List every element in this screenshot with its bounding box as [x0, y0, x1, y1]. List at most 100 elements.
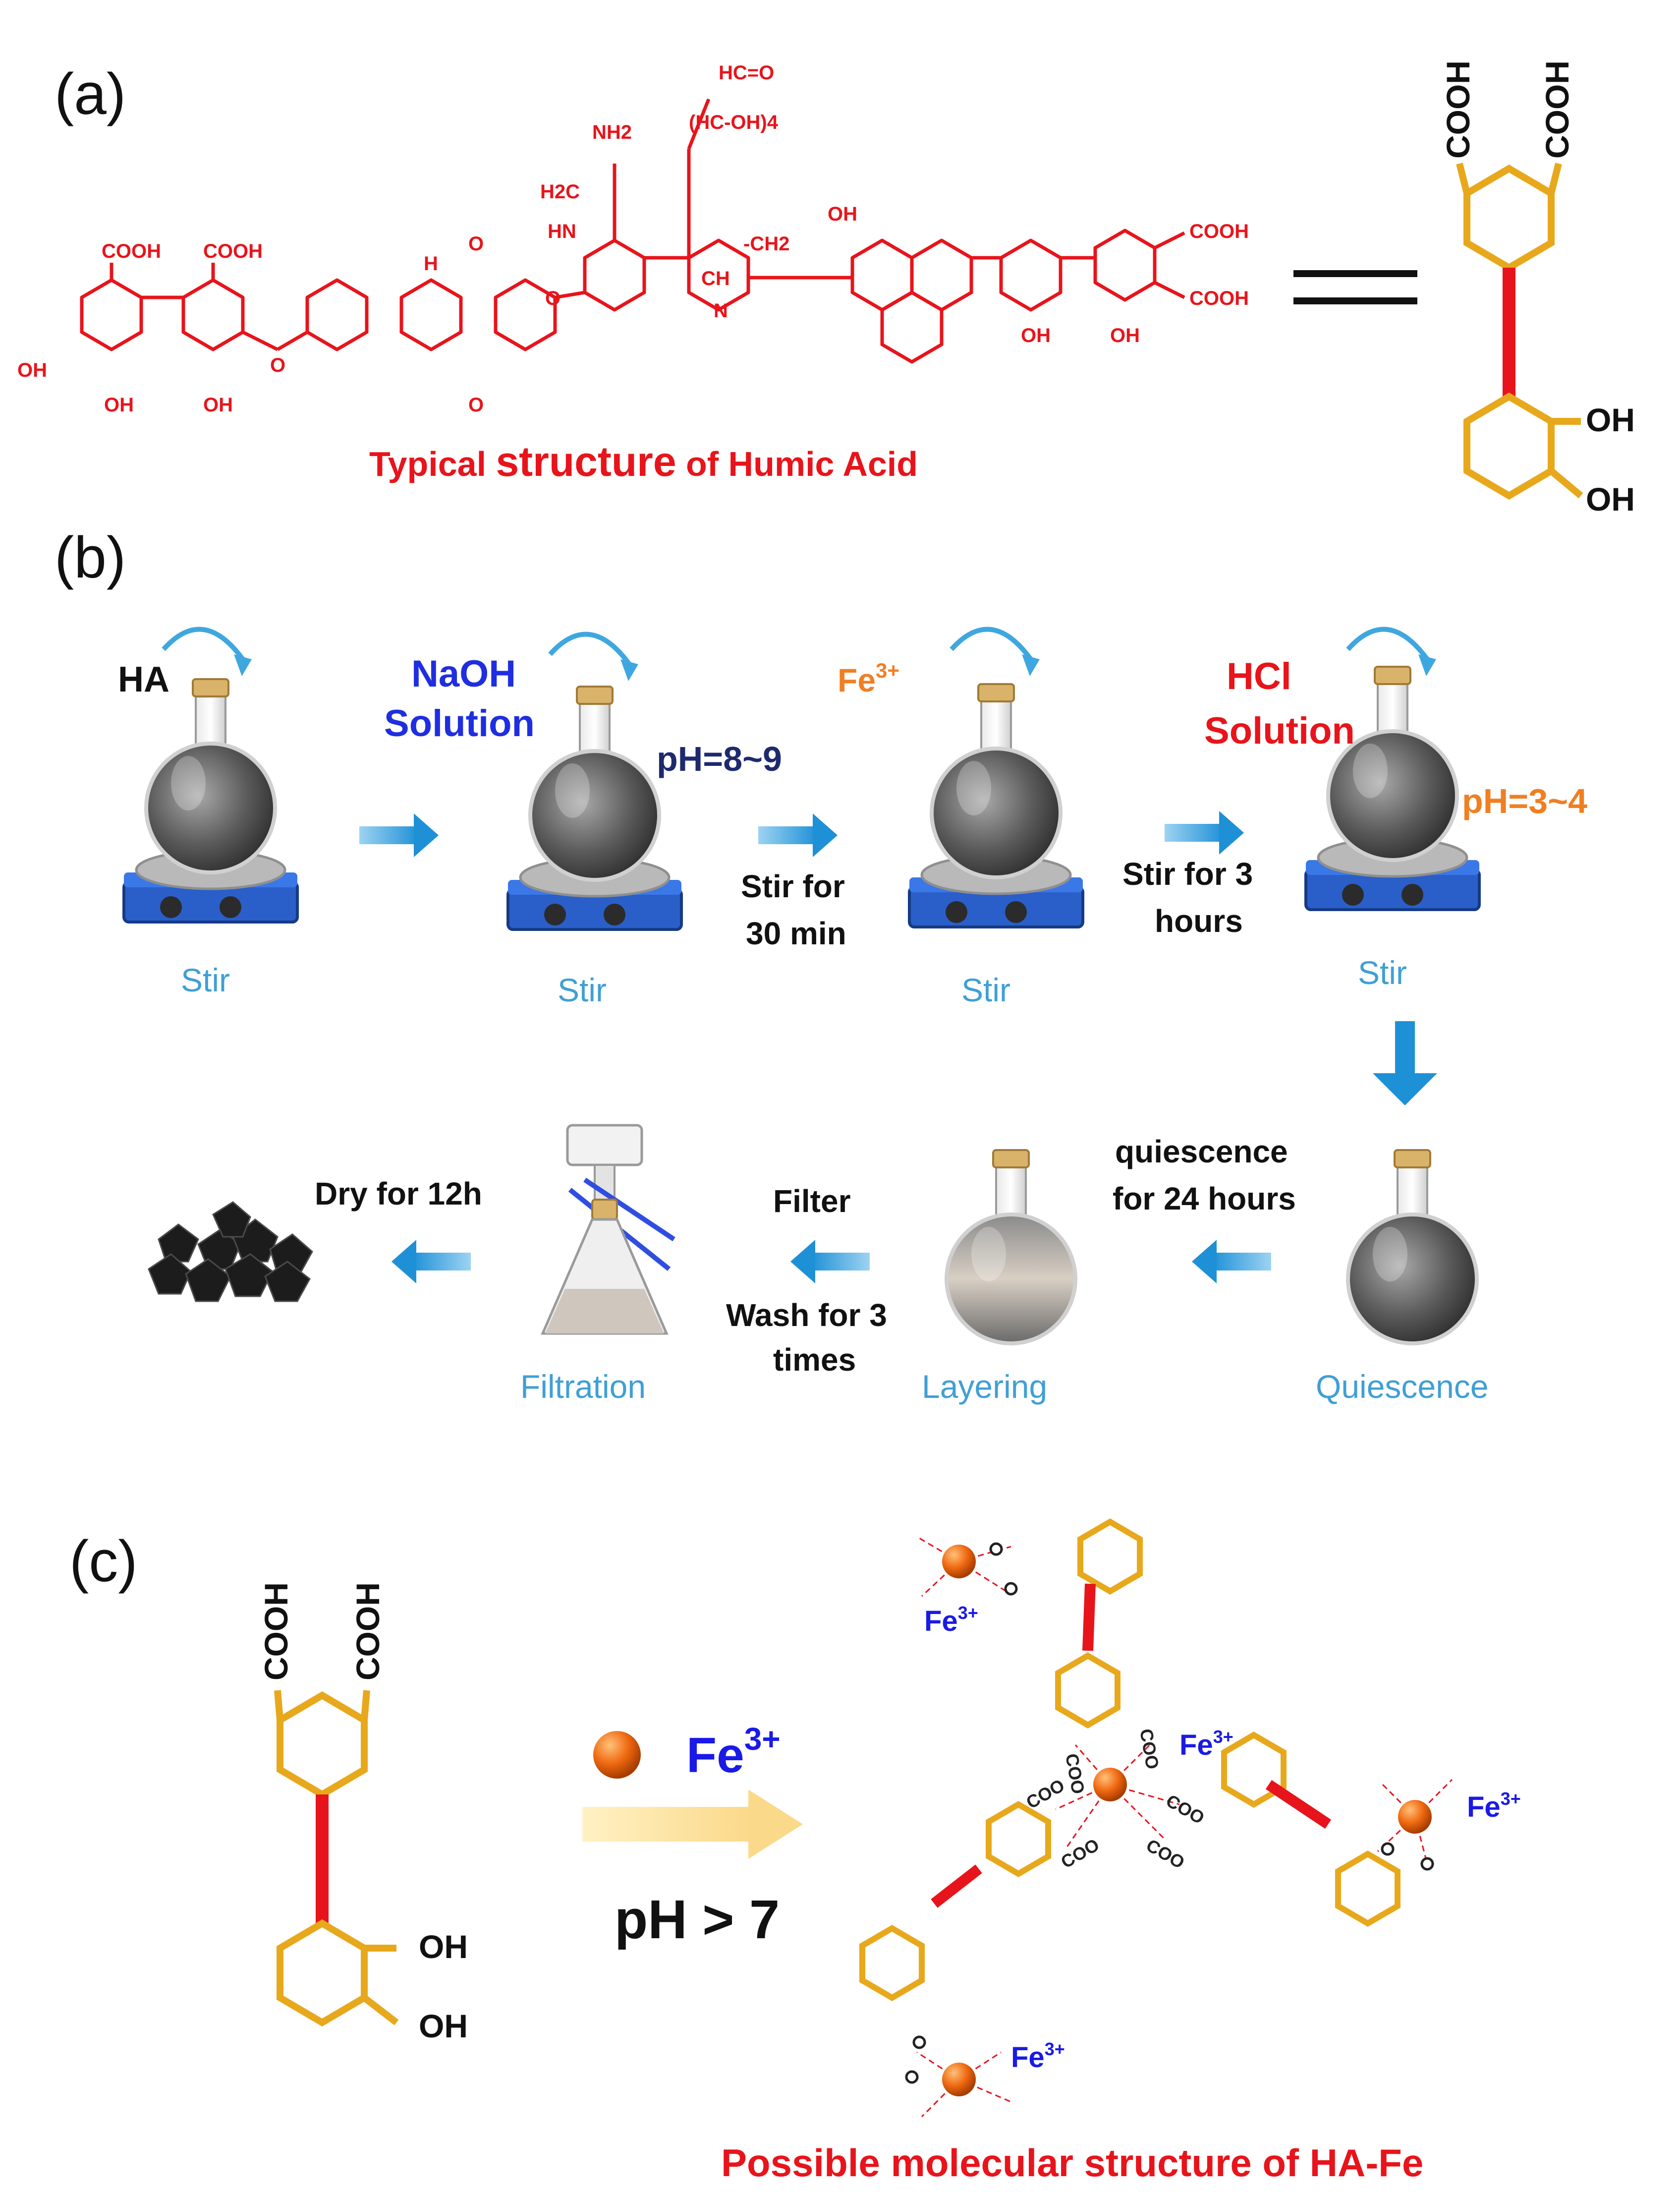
label-o-4: O	[545, 288, 560, 309]
humic-acid-skeletal-structure	[80, 98, 1185, 364]
fe-ion-ball	[593, 1731, 641, 1779]
label-stir-4: Stir	[1358, 954, 1407, 991]
panel-label-b: (b)	[55, 525, 126, 590]
label-o-1: O	[270, 354, 285, 376]
humic-acid-caption: Typical structure of Humic Acid	[369, 438, 918, 485]
label-o-2: O	[468, 233, 484, 255]
flask-stir-4	[1306, 667, 1479, 910]
filtration-apparatus	[541, 1124, 675, 1335]
simplified-c-oh-2: OH	[419, 2008, 468, 2044]
reaction-ph: pH > 7	[615, 1889, 780, 1950]
step-stir30-line2: 30 min	[746, 916, 846, 951]
humic-acid-group-labels: COOH COOH OH OH OH O H O O O NH2 H2C HN …	[17, 62, 1249, 416]
flask-quiescence	[1348, 1150, 1477, 1343]
label-oh-1: OH	[17, 359, 47, 381]
label-hcoh4: (HC-OH)4	[689, 112, 779, 133]
simplified-ha-structure-a: COOH COOH OH OH	[1440, 60, 1635, 518]
label-oh-2: OH	[104, 394, 134, 416]
label-filtration: Filtration	[520, 1368, 646, 1405]
coo-label-6: COO	[1143, 1835, 1188, 1873]
process-arrow-down	[1373, 1021, 1437, 1105]
reagent-hcl-line2: Solution	[1204, 710, 1355, 752]
fe-ion-top-left	[942, 1545, 976, 1578]
ha-fe-caption: Possible molecular structure of HA-Fe	[721, 2141, 1423, 2185]
label-cooh-1: COOH	[102, 240, 161, 262]
reagent-fe: Fe3+	[838, 659, 899, 698]
step-quiescence-line1: quiescence	[1115, 1134, 1288, 1169]
label-hco: HC=O	[719, 62, 774, 84]
fe-ion-right	[1398, 1800, 1432, 1834]
simplified-a-cooh-1: COOH	[1440, 60, 1476, 159]
reagent-hcl-line1: HCl	[1227, 655, 1291, 697]
label-layering: Layering	[922, 1368, 1047, 1405]
coordination-bonds	[916, 1536, 1453, 2118]
coo-label-2: COO	[1136, 1727, 1163, 1771]
label-oh-3: OH	[203, 394, 233, 416]
step-stir30-line1: Stir for	[741, 868, 845, 904]
step-wash-line2: times	[773, 1342, 856, 1378]
label-cooh-2: COOH	[203, 240, 263, 262]
label-stir-3: Stir	[961, 972, 1010, 1008]
ph-3-4: pH=3~4	[1462, 782, 1587, 820]
process-arrow-1	[359, 813, 439, 857]
step-stir3-line2: hours	[1155, 903, 1243, 939]
label-ch2: -CH2	[743, 233, 789, 255]
process-arrow-2	[758, 813, 838, 857]
step-filter: Filter	[773, 1183, 850, 1219]
process-arrow-3	[1165, 811, 1244, 855]
label-h2c: H2C	[540, 181, 580, 203]
step-stir3-line1: Stir for 3	[1122, 856, 1253, 892]
label-oh-5: OH	[1021, 325, 1051, 347]
fe-label-bottom: Fe3+	[1011, 2039, 1065, 2074]
reaction-arrow	[582, 1790, 803, 1859]
process-arrow-6	[392, 1240, 471, 1283]
coo-label-4: COO	[1058, 1834, 1103, 1872]
step-quiescence-line2: for 24 hours	[1113, 1181, 1296, 1216]
panel-label-a: (a)	[55, 61, 126, 127]
equals-sign	[1293, 270, 1417, 304]
reagent-naoh-line1: NaOH	[411, 653, 516, 695]
fe-label-right: Fe3+	[1467, 1789, 1521, 1823]
add-arrow-2	[550, 635, 638, 682]
fe-label-center: Fe3+	[1179, 1727, 1233, 1761]
label-stir-1: Stir	[181, 962, 230, 998]
flask-stir-1	[124, 679, 297, 922]
reaction-fe-label: Fe3+	[686, 1721, 781, 1783]
label-quiescence: Quiescence	[1316, 1368, 1489, 1405]
simplified-a-oh-1: OH	[1586, 402, 1635, 438]
label-oh-6: OH	[1110, 325, 1140, 347]
oxygen-atoms	[905, 1542, 1434, 2084]
simplified-c-cooh-2: COOH	[349, 1582, 386, 1680]
add-arrow-3	[952, 630, 1040, 677]
label-hn: HN	[548, 221, 576, 242]
label-cooh-3: COOH	[1189, 221, 1249, 242]
label-o-3: O	[468, 394, 484, 416]
fe-ion-bottom	[942, 2063, 976, 2096]
coo-label-5: COO	[1163, 1790, 1208, 1828]
label-nh2: NH2	[592, 121, 632, 143]
ph-8-9: pH=8~9	[657, 740, 782, 778]
label-n: N	[714, 300, 728, 322]
process-arrow-5	[790, 1240, 870, 1283]
flask-stir-3	[909, 684, 1083, 927]
dried-product-pile	[148, 1201, 313, 1302]
flask-layering	[947, 1150, 1075, 1343]
step-dry: Dry for 12h	[315, 1176, 482, 1212]
simplified-a-oh-2: OH	[1586, 481, 1635, 518]
label-ch: CH	[701, 268, 730, 289]
fe-label-top-left: Fe3+	[924, 1603, 978, 1637]
simplified-c-oh-1: OH	[419, 1928, 468, 1965]
simplified-ha-structure-c: COOH COOH OH OH	[258, 1582, 468, 2044]
fe-ion-center	[1093, 1768, 1127, 1801]
simplified-a-cooh-2: COOH	[1539, 60, 1575, 159]
simplified-c-cooh-1: COOH	[258, 1582, 294, 1680]
step-wash-line1: Wash for 3	[726, 1297, 887, 1333]
label-oh-4: OH	[828, 203, 857, 225]
add-arrow-1	[164, 630, 252, 677]
panel-label-c: (c)	[69, 1529, 138, 1594]
label-stir-2: Stir	[558, 972, 607, 1008]
process-arrow-4	[1192, 1240, 1271, 1283]
reagent-ha: HA	[118, 660, 169, 699]
label-cooh-4: COOH	[1189, 288, 1249, 309]
